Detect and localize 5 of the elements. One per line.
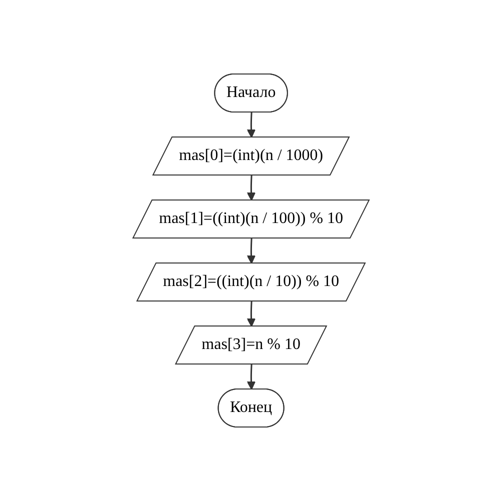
arrow xyxy=(246,112,256,138)
arrow xyxy=(246,174,256,200)
arrow xyxy=(246,238,256,264)
arrow xyxy=(246,364,256,390)
arrow xyxy=(246,300,256,326)
